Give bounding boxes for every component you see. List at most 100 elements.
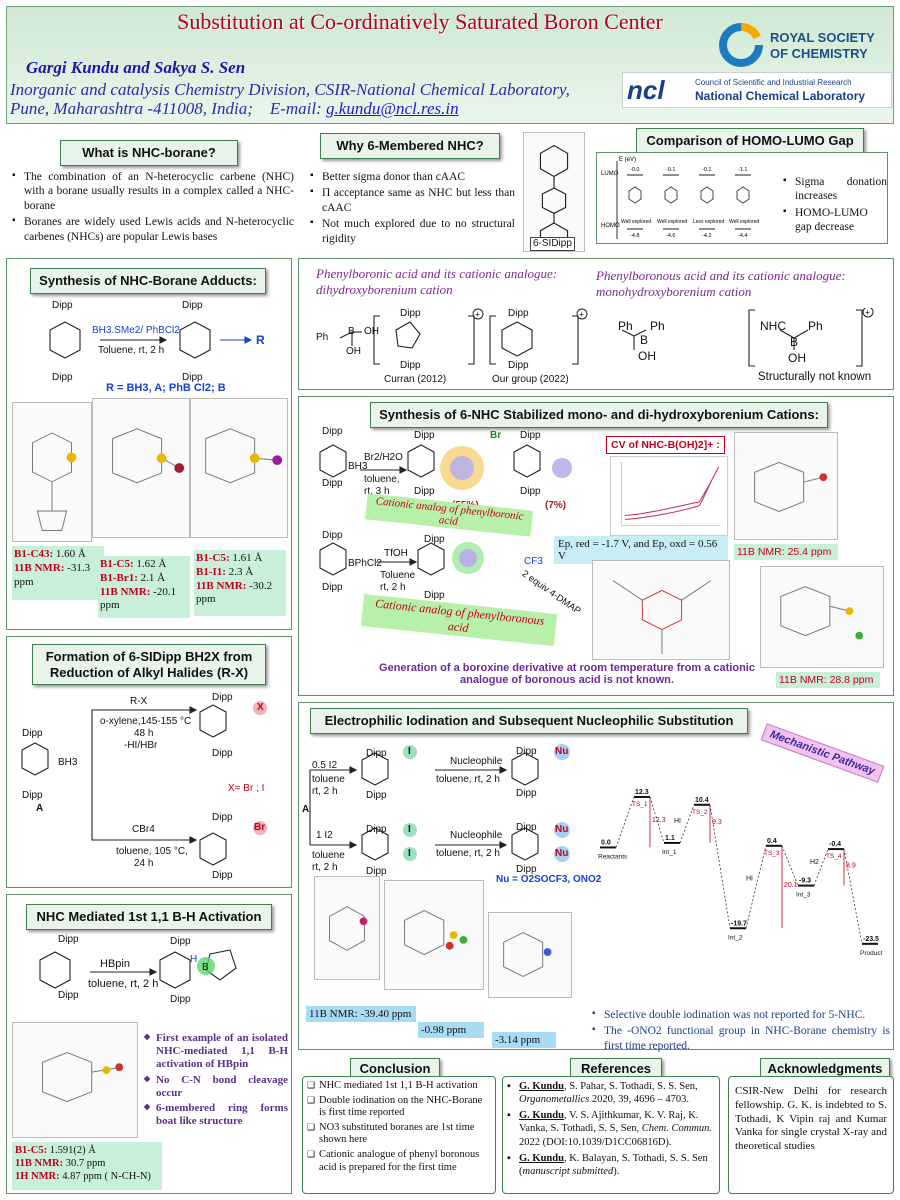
conclusion-2: Double iodination on the NHC-Borane is f…	[307, 1095, 491, 1120]
email-label: E-mail:	[269, 99, 322, 118]
xtal-structure-1	[12, 402, 92, 542]
nhc-ring-icon	[628, 186, 642, 204]
homo-value: -4.8	[630, 233, 639, 239]
ref-2-coauthors: , V. S. Ajithkumar, K. V. Raj, K. Vanka,…	[519, 1110, 699, 1135]
affiliation-line-2: Pune, Maharashtra -411008, India; E-mail…	[10, 99, 459, 119]
acid-dipp-1: Dipp	[400, 308, 421, 319]
cv-plot	[610, 456, 728, 536]
acid-dipp-4: Dipp	[508, 360, 529, 371]
acids-structures: + + +	[339, 308, 874, 367]
ncl-line-1: Council of Scientific and Industrial Res…	[695, 78, 852, 87]
xtal-3-nmr-label: 11B NMR:	[196, 579, 247, 592]
synth-r-def: R = BH3, A; PhB Cl2; B	[106, 382, 226, 394]
synth-conditions: Toluene, rt, 2 h	[98, 345, 165, 356]
energy-label-ts2: TS_2	[692, 809, 708, 816]
iod-nmr-3: -3.14 ppm	[492, 1032, 556, 1048]
ref-2-issue: 2022 (DOI:10.1039/D1CC06816D).	[519, 1136, 672, 1148]
references-title: References	[570, 1058, 662, 1080]
iod-dipp-7: Dipp	[516, 822, 537, 833]
boroxine-drawing	[612, 580, 712, 655]
cation-xtal-1-drawing	[754, 461, 828, 513]
rsc-line-2: OF CHEMISTRY	[770, 46, 868, 61]
iod-xtal-1	[314, 876, 380, 980]
xtal-2-nmr-value: -20.1 ppm	[100, 585, 177, 612]
xtal-3-i-value: 2.3 Å	[225, 565, 254, 578]
lumo-label: LUMO	[601, 171, 619, 177]
why6-bullets: Better sigma donor than cAAC Π acceptanc…	[310, 170, 515, 248]
energy-profile: 0.0Reactants12.3TS_11.1Int_110.4TS_2-19.…	[598, 789, 883, 957]
xtal-2-drawing	[112, 428, 185, 484]
iod-i-c: I	[408, 848, 411, 859]
bh-data: B1-C5: 1.591(2) Å 11B NMR: 30.7 ppm 1H N…	[12, 1142, 162, 1190]
cations-title: Synthesis of 6-NHC Stabilized mono- and …	[370, 402, 828, 428]
rsc-ring-icon	[719, 23, 763, 67]
acid-ph-3: Ph	[650, 319, 665, 333]
acid-dipp-2: Dipp	[400, 360, 421, 371]
unknown-label: Structurally not known	[758, 371, 872, 383]
nhc-ring-icon	[736, 186, 750, 204]
bh-v3: 4.87 ppm ( N-CH-N)	[59, 1171, 151, 1183]
form-dipp-1: Dipp	[212, 692, 233, 703]
form-rx: R-X	[130, 696, 148, 707]
ref-3-coauthors: , K. Balayan, S. Tothadi, S. S. Sen (	[519, 1152, 708, 1177]
bh-bullets: First example of an isolated NHC-mediate…	[144, 1032, 288, 1130]
lumo-value: -1.1	[738, 167, 747, 173]
cat2-r2: TfOH	[384, 548, 408, 559]
what-is-title: What is NHC-borane?	[60, 140, 238, 166]
why6-bullet-2: Π acceptance same as NHC but less than c…	[310, 186, 515, 215]
xtal-1-bond-label: B1-C43:	[14, 548, 54, 560]
svg-text:+: +	[865, 308, 870, 317]
synth-dipp-1: Dipp	[52, 300, 73, 311]
energy-connector	[709, 804, 731, 929]
synth-dipp-2: Dipp	[52, 372, 73, 383]
form-cbr: CBr4	[132, 824, 155, 835]
affiliation-line-1: Inorganic and catalysis Chemistry Divisi…	[10, 80, 570, 99]
cat2-c2: Toluene rt, 2 h	[380, 570, 416, 593]
email-link[interactable]: g.kundu@ncl.res.in	[326, 99, 459, 118]
energy-connector	[649, 796, 665, 844]
form-dipp-a2: Dipp	[22, 790, 43, 801]
iod-bullet-2: The -ONO2 functional group in NHC-Borane…	[592, 1024, 890, 1053]
form-dipp-3: Dipp	[212, 812, 233, 823]
barrier-value-d1: 12.3	[652, 817, 666, 824]
iod-dipp-3: Dipp	[366, 824, 387, 835]
cat-dipp-4: Dipp	[414, 486, 435, 497]
iod-dipp-2: Dipp	[366, 790, 387, 801]
bh-dipp-2: Dipp	[58, 990, 79, 1001]
6-sidipp-label: 6-SIDipp	[530, 237, 575, 251]
energy-value-r: 0.0	[601, 839, 611, 846]
iod-nu-def: Nu = O2SOCF3, ONO2	[496, 874, 602, 885]
synth-r: R	[256, 333, 265, 347]
bh-dipp-1: Dipp	[58, 934, 79, 945]
conclusion-list: NHC mediated 1st 1,1 B-H activation Doub…	[303, 1077, 495, 1179]
nhc-ring-icon	[700, 186, 714, 204]
energy-label-ts1: TS_1	[632, 801, 648, 808]
form-a: A	[36, 803, 44, 814]
form-c1c: -HI/HBr	[124, 740, 158, 751]
formation-title: Formation of 6-SIDipp BH2X from Reductio…	[32, 644, 266, 686]
what-is-bullet-1: The combination of an N-heterocyclic car…	[12, 170, 294, 213]
svg-text:+: +	[475, 310, 480, 319]
poster-title: Substitution at Co-ordinatively Saturate…	[177, 9, 663, 34]
iod-nc1: toluene, rt, 2 h	[436, 774, 500, 785]
homo-bullet-2: HOMO-LUMO gap decrease	[783, 206, 887, 235]
explored-label: Well explored	[729, 219, 759, 225]
6-sidipp-structure: 6-SIDipp	[523, 132, 585, 252]
ref-2-journal: Chem. Commun.	[641, 1123, 713, 1135]
form-xl: X	[257, 702, 264, 713]
why6-bullet-3: Not much explored due to no structural r…	[310, 217, 515, 246]
svg-text:+: +	[579, 310, 584, 319]
rsc-line-1: ROYAL SOCIETY	[770, 30, 875, 45]
ref-1-author: G. Kundu	[519, 1081, 564, 1092]
formation-title-text: Formation of 6-SIDipp BH2X from Reductio…	[45, 649, 253, 680]
iod-xtal-3	[488, 912, 572, 998]
acid-oh-1a: OH	[364, 326, 379, 337]
bh-bullet-2: No C-N bond cleavage occur	[144, 1074, 288, 1100]
cation-xtal-2-drawing	[780, 586, 864, 640]
cat2-bph: BPhCl2	[348, 558, 382, 569]
form-c1b: 48 h	[134, 728, 154, 739]
iod-bullets: Selective double iodination was not repo…	[592, 1008, 890, 1055]
bh-l2: 11B NMR:	[15, 1158, 64, 1170]
energy-label-i2: Int_2	[728, 934, 743, 941]
form-dipp-2: Dipp	[212, 748, 233, 759]
